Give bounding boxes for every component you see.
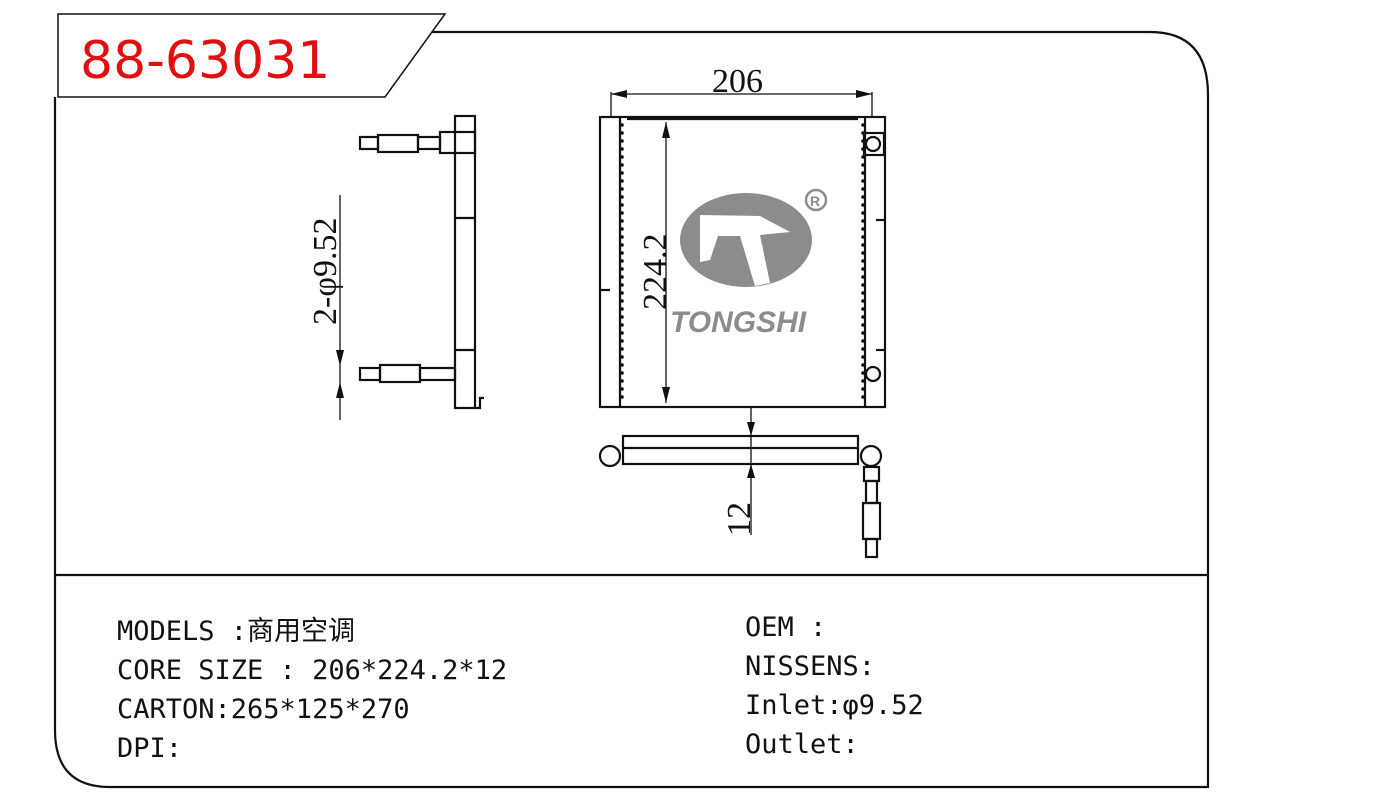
width-label: 206	[712, 63, 763, 100]
fin-tooth	[620, 307, 624, 311]
fin-tooth	[861, 123, 865, 127]
fin-tooth	[620, 395, 624, 399]
fin-tooth	[620, 323, 624, 327]
fin-tooth	[620, 171, 624, 175]
fin-tooth	[861, 171, 865, 175]
fin-tooth	[620, 363, 624, 367]
fin-tooth	[620, 139, 624, 143]
fin-tooth	[861, 275, 865, 279]
fin-tooth	[861, 379, 865, 383]
fin-tooth	[861, 155, 865, 159]
front-view	[598, 115, 887, 409]
part-number-title: 88-63031	[80, 31, 330, 91]
spec-carton: CARTON:265*125*270	[117, 694, 410, 725]
fin-tooth	[620, 243, 624, 247]
fin-tooth	[620, 123, 624, 127]
fin-tooth	[620, 283, 624, 287]
fin-tooth	[861, 259, 865, 263]
fin-tooth	[861, 227, 865, 231]
fin-tooth	[620, 131, 624, 135]
specs-right: OEM : NISSENS: Inlet:φ9.52 Outlet:	[745, 612, 924, 760]
fin-tooth	[861, 147, 865, 151]
side-view	[358, 114, 484, 410]
fin-tooth	[861, 323, 865, 327]
fin-tooth	[620, 219, 624, 223]
fin-tooth	[620, 347, 624, 351]
fin-tooth	[861, 203, 865, 207]
fin-tooth	[620, 163, 624, 167]
thickness-label: 12	[721, 502, 758, 536]
fin-tooth	[620, 299, 624, 303]
thickness-dimension: 12	[721, 407, 758, 536]
pipe-dimension: 2-φ9.52	[307, 195, 344, 420]
height-label: 224.2	[637, 234, 674, 311]
fin-tooth	[861, 331, 865, 335]
fin-tooth	[620, 195, 624, 199]
spec-nissens: NISSENS:	[745, 651, 875, 682]
fin-tooth	[620, 267, 624, 271]
fin-tooth	[620, 291, 624, 295]
fin-tooth	[620, 147, 624, 151]
fin-tooth	[861, 363, 865, 367]
specs-left: MODELS :商用空调 CORE SIZE : 206*224.2*12 CA…	[117, 616, 507, 764]
fin-tooth	[620, 203, 624, 207]
tongshi-logo: R TONGSHI	[670, 188, 828, 339]
fin-tooth	[620, 179, 624, 183]
fin-tooth	[620, 155, 624, 159]
fin-tooth	[861, 307, 865, 311]
logo-brand-text: TONGSHI	[670, 306, 807, 339]
title-tab	[57, 13, 447, 98]
fin-tooth	[861, 163, 865, 167]
spec-models: MODELS :商用空调	[117, 616, 355, 647]
spec-core-size: CORE SIZE : 206*224.2*12	[117, 655, 507, 686]
spec-oem: OEM :	[745, 612, 826, 643]
fin-tooth	[861, 195, 865, 199]
fin-tooth	[620, 379, 624, 383]
fin-tooth	[620, 235, 624, 239]
fin-tooth	[861, 211, 865, 215]
fin-teeth	[620, 123, 865, 399]
fin-tooth	[861, 291, 865, 295]
fin-tooth	[620, 275, 624, 279]
fin-tooth	[861, 251, 865, 255]
fin-tooth	[861, 395, 865, 399]
fin-tooth	[620, 339, 624, 343]
fin-tooth	[861, 179, 865, 183]
fin-tooth	[861, 219, 865, 223]
fin-tooth	[620, 251, 624, 255]
fin-tooth	[620, 315, 624, 319]
fin-tooth	[861, 371, 865, 375]
fin-tooth	[861, 235, 865, 239]
sheet-frame	[53, 30, 1210, 789]
registered-mark: R	[810, 193, 820, 209]
fin-tooth	[861, 283, 865, 287]
spec-dpi: DPI:	[117, 733, 182, 764]
fin-tooth	[620, 227, 624, 231]
fin-tooth	[861, 267, 865, 271]
spec-outlet: Outlet:	[745, 729, 859, 760]
fin-tooth	[620, 371, 624, 375]
height-dimension: 224.2	[637, 122, 674, 403]
fin-tooth	[861, 299, 865, 303]
spec-inlet: Inlet:φ9.52	[745, 690, 924, 721]
bottom-view	[598, 434, 883, 559]
fin-tooth	[620, 211, 624, 215]
fin-tooth	[861, 355, 865, 359]
fin-tooth	[861, 339, 865, 343]
fin-tooth	[861, 347, 865, 351]
fin-tooth	[620, 387, 624, 391]
fin-tooth	[861, 387, 865, 391]
fin-tooth	[620, 187, 624, 191]
pipe-diameter-label: 2-φ9.52	[307, 218, 344, 325]
fin-tooth	[861, 139, 865, 143]
fin-tooth	[861, 315, 865, 319]
fin-tooth	[620, 259, 624, 263]
fin-tooth	[861, 131, 865, 135]
fin-tooth	[620, 331, 624, 335]
fin-tooth	[861, 187, 865, 191]
fin-tooth	[861, 243, 865, 247]
fin-tooth	[620, 355, 624, 359]
width-dimension: 206	[610, 63, 873, 117]
